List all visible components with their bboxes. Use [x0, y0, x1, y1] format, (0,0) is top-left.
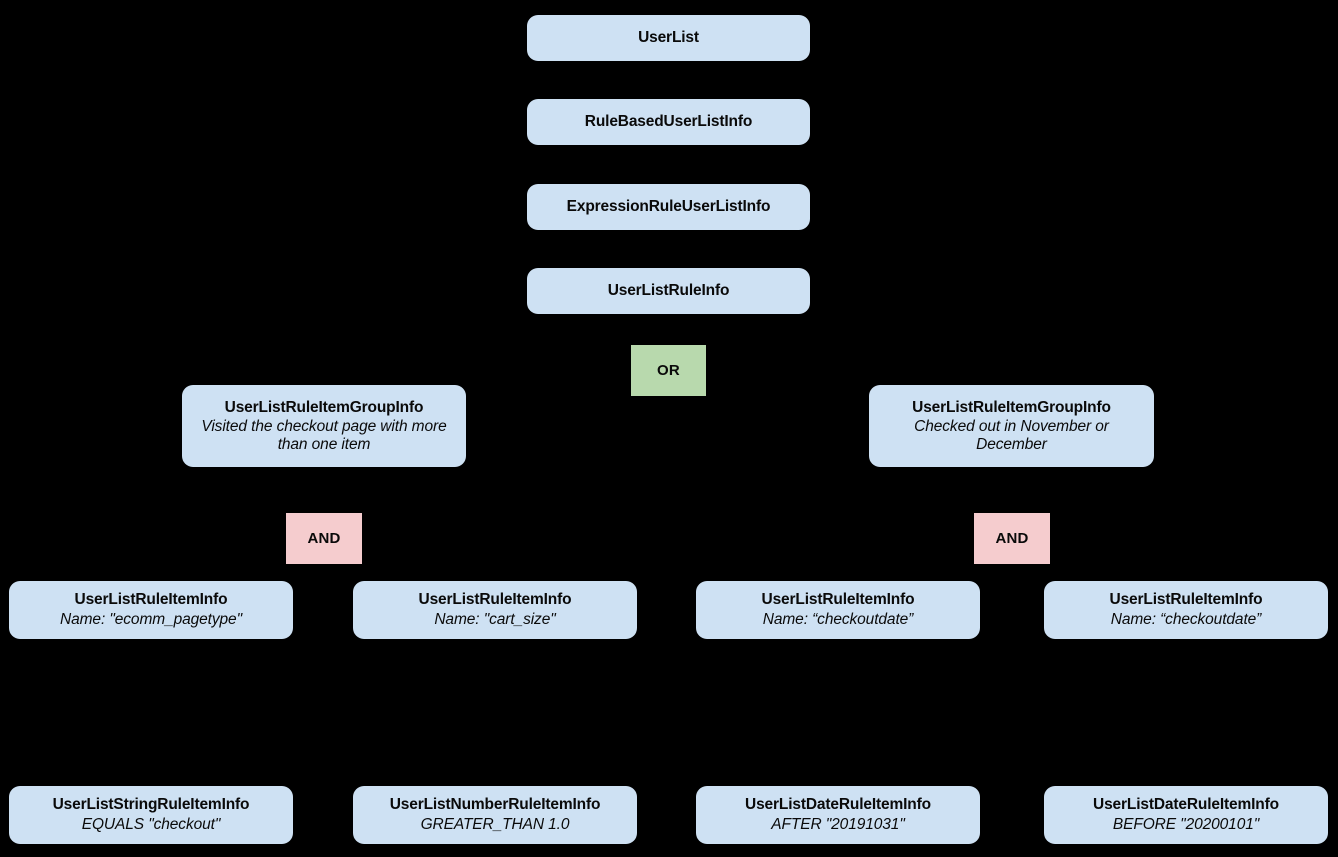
node-title: UserList [638, 28, 699, 46]
node-title: UserListRuleItemInfo [1109, 591, 1263, 609]
node-date-rule-item-info-after[interactable]: UserListDateRuleItemInfo AFTER "20191031… [696, 786, 980, 844]
node-expression-rule-user-list-info[interactable]: ExpressionRuleUserListInfo [527, 184, 810, 230]
node-subtitle: Name: “checkoutdate” [762, 610, 914, 628]
node-title: UserListDateRuleItemInfo [745, 796, 931, 814]
node-title: UserListRuleItemGroupInfo [224, 398, 424, 416]
node-subtitle: Name: “checkoutdate” [1110, 610, 1262, 628]
operator-label: AND [307, 529, 341, 547]
node-title: UserListRuleItemGroupInfo [912, 398, 1111, 416]
node-user-list[interactable]: UserList [527, 15, 810, 61]
operator-and-left[interactable]: AND [286, 513, 362, 564]
node-rule-item-cart-size[interactable]: UserListRuleItemInfo Name: "cart_size" [353, 581, 637, 639]
node-title: UserListRuleItemInfo [74, 591, 228, 609]
node-user-list-rule-info[interactable]: UserListRuleInfo [527, 268, 810, 314]
node-number-rule-item-info[interactable]: UserListNumberRuleItemInfo GREATER_THAN … [353, 786, 637, 844]
node-subtitle: GREATER_THAN 1.0 [420, 815, 570, 833]
arrowhead-or-to-group-left [313, 372, 335, 386]
node-rule-item-checkoutdate-after[interactable]: UserListRuleItemInfo Name: “checkoutdate… [696, 581, 980, 639]
node-subtitle: BEFORE "20200101" [1112, 815, 1260, 833]
operator-or[interactable]: OR [631, 345, 706, 396]
operator-label: AND [995, 529, 1029, 547]
node-rule-item-ecomm-pagetype[interactable]: UserListRuleItemInfo Name: "ecomm_pagety… [9, 581, 293, 639]
arrowhead-or-to-group-right [989, 372, 1011, 386]
operator-and-right[interactable]: AND [974, 513, 1050, 564]
node-subtitle: AFTER "20191031" [771, 815, 905, 833]
node-title: RuleBasedUserListInfo [584, 112, 753, 130]
node-title: UserListRuleItemInfo [418, 591, 572, 609]
node-subtitle: Checked out in November or December [914, 417, 1109, 453]
node-string-rule-item-info[interactable]: UserListStringRuleItemInfo EQUALS "check… [9, 786, 293, 844]
node-date-rule-item-info-before[interactable]: UserListDateRuleItemInfo BEFORE "2020010… [1044, 786, 1328, 844]
node-rule-item-checkoutdate-before[interactable]: UserListRuleItemInfo Name: “checkoutdate… [1044, 581, 1328, 639]
node-title: UserListStringRuleItemInfo [52, 796, 250, 814]
node-title: UserListRuleItemInfo [761, 591, 915, 609]
node-title: UserListNumberRuleItemInfo [389, 796, 601, 814]
node-title: UserListDateRuleItemInfo [1093, 796, 1279, 814]
node-group-info-left[interactable]: UserListRuleItemGroupInfo Visited the ch… [182, 385, 466, 467]
node-title: UserListRuleInfo [607, 281, 730, 299]
operator-label: OR [657, 361, 680, 379]
node-group-info-right[interactable]: UserListRuleItemGroupInfo Checked out in… [869, 385, 1154, 467]
node-subtitle: EQUALS "checkout" [81, 815, 221, 833]
node-rule-based-user-list-info[interactable]: RuleBasedUserListInfo [527, 99, 810, 145]
node-title: ExpressionRuleUserListInfo [566, 197, 771, 215]
node-subtitle: Name: "cart_size" [434, 610, 556, 628]
node-subtitle: Name: "ecomm_pagetype" [60, 610, 242, 628]
node-subtitle: Visited the checkout page with more than… [201, 417, 447, 453]
